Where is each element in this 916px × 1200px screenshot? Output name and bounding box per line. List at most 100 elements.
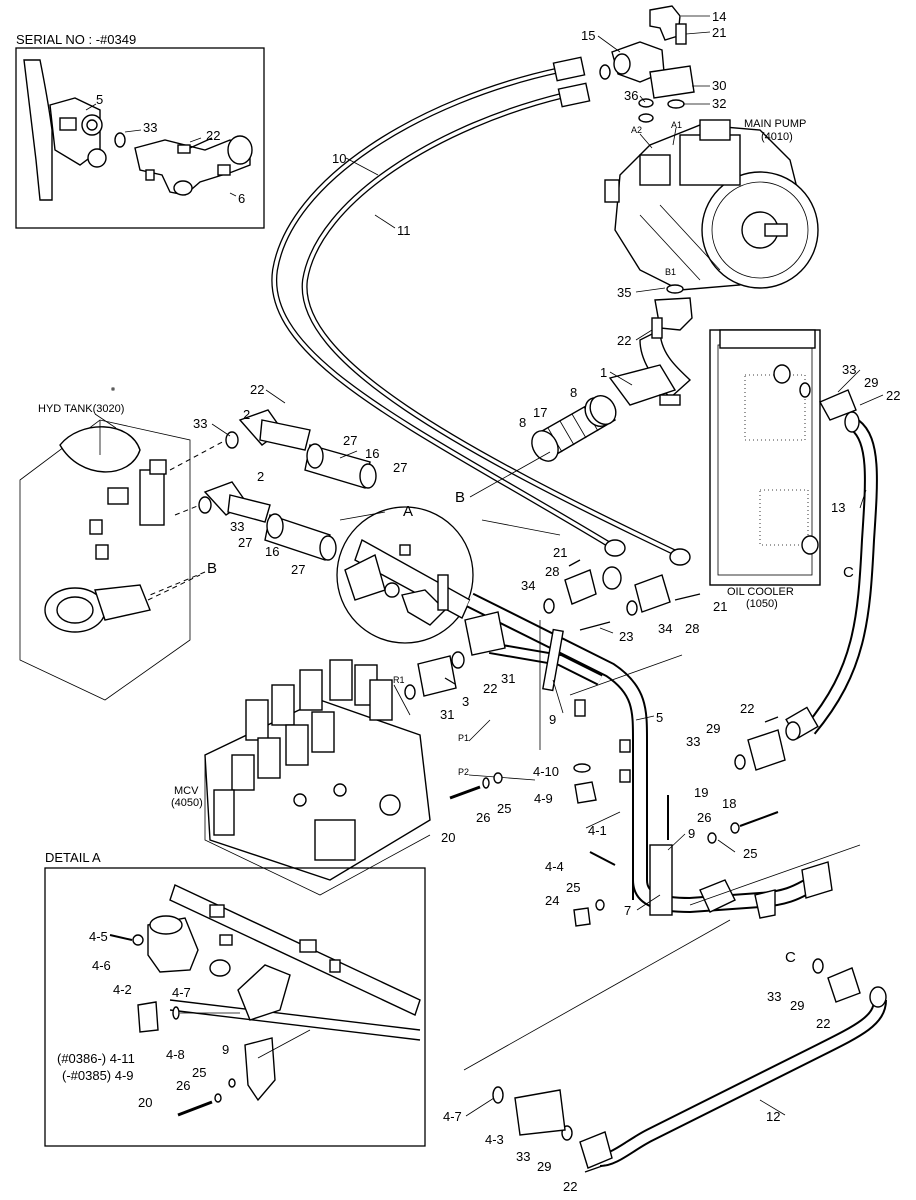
port-b1: B1 <box>665 267 676 277</box>
label-3: 3 <box>462 694 469 709</box>
label-5: 5 <box>656 710 663 725</box>
label-29-bottom: 29 <box>537 1159 551 1174</box>
label-33-lower-right: 33 <box>767 989 781 1004</box>
port-a2: A2 <box>631 125 642 135</box>
detail-label-4-6: 4-6 <box>92 958 111 973</box>
callout-letters: A B B C C <box>207 489 854 966</box>
label-33-lower: 33 <box>230 519 244 534</box>
port-a1: A1 <box>671 120 682 130</box>
port-r1: R1 <box>393 675 405 685</box>
leader-lines <box>211 15 884 1117</box>
detail-a-box: DETAIL A 4-5 4-6 4-2 4-7 4-8 9 25 26 20 … <box>44 850 426 1147</box>
hyd-tank-label: HYD TANK(3020) <box>38 403 124 415</box>
callout-b-tank: B <box>207 560 217 577</box>
label-25-mid: 25 <box>497 801 511 816</box>
detail-note-4-9: (-#0385) 4-9 <box>62 1068 134 1083</box>
port-p2: P2 <box>458 767 469 777</box>
label-22-right: 22 <box>740 701 754 716</box>
label-17: 17 <box>533 405 547 420</box>
label-33-bottom: 33 <box>516 1149 530 1164</box>
label-33-upper: 33 <box>193 416 207 431</box>
label-22-lower-right: 22 <box>816 1016 830 1031</box>
label-27-c: 27 <box>238 535 252 550</box>
label-34-right: 34 <box>658 621 672 636</box>
label-22-mcv: 22 <box>483 681 497 696</box>
cooler-lower-fittings <box>734 716 786 771</box>
label-29-right: 29 <box>706 721 720 736</box>
inset-label-6: 6 <box>238 191 245 206</box>
label-27-d: 27 <box>291 562 305 577</box>
label-16-upper: 16 <box>365 446 379 461</box>
label-15: 15 <box>581 28 595 43</box>
inset-label-5: 5 <box>96 92 103 107</box>
label-27-b: 27 <box>393 460 407 475</box>
label-18: 18 <box>722 796 736 811</box>
label-22-pump: 22 <box>617 333 631 348</box>
label-34-left: 34 <box>521 578 535 593</box>
mid-fittings <box>404 559 701 700</box>
label-33-right: 33 <box>686 734 700 749</box>
label-25-right: 25 <box>743 846 757 861</box>
main-pump: MAIN PUMP (4010) A2 A1 B1 <box>604 118 819 291</box>
part-labels: 14 21 15 30 36 32 10 11 35 22 1 8 17 8 3… <box>193 9 900 1194</box>
label-19: 19 <box>694 785 708 800</box>
label-10: 10 <box>332 151 346 166</box>
detail-label-26: 26 <box>176 1078 190 1093</box>
label-35: 35 <box>617 285 631 300</box>
label-9-right: 9 <box>688 826 695 841</box>
label-4-1: 4-1 <box>588 823 607 838</box>
label-2-lower: 2 <box>257 469 264 484</box>
label-31-upper: 31 <box>501 671 515 686</box>
oil-cooler: OIL COOLER (1050) <box>709 329 821 610</box>
label-36: 36 <box>624 88 638 103</box>
label-21: 21 <box>712 25 726 40</box>
detail-a-circle <box>336 506 474 644</box>
label-4-10: 4-10 <box>533 764 559 779</box>
label-13: 13 <box>831 500 845 515</box>
label-26-mid: 26 <box>476 810 490 825</box>
pump-top-fittings <box>599 5 695 123</box>
label-16-lower: 16 <box>265 544 279 559</box>
label-12: 12 <box>766 1109 780 1124</box>
mcv: MCV (4050) R1 P1 P2 <box>171 659 536 896</box>
mcv-code: (4050) <box>171 797 203 809</box>
oil-cooler-label: OIL COOLER <box>727 586 794 598</box>
label-24: 24 <box>545 893 559 908</box>
callout-a: A <box>403 503 413 520</box>
detail-label-4-5: 4-5 <box>89 929 108 944</box>
label-25-lower: 25 <box>566 880 580 895</box>
inset-label-22: 22 <box>206 128 220 143</box>
detail-note-4-11: (#0386-) 4-11 <box>57 1051 135 1066</box>
label-11: 11 <box>397 223 411 238</box>
detail-label-20: 20 <box>138 1095 152 1110</box>
label-22-tank: 22 <box>250 382 264 397</box>
label-28-left: 28 <box>545 564 559 579</box>
label-4-9: 4-9 <box>534 791 553 806</box>
inset-label-33: 33 <box>143 120 157 135</box>
label-4-3: 4-3 <box>485 1132 504 1147</box>
label-32: 32 <box>712 96 726 111</box>
label-28-right: 28 <box>685 621 699 636</box>
hose-12 <box>492 958 887 1173</box>
label-1: 1 <box>600 365 607 380</box>
serial-inset: SERIAL NO : -#0349 5 33 22 6 <box>15 32 265 229</box>
label-9-mid: 9 <box>549 712 556 727</box>
label-2-upper: 2 <box>243 407 250 422</box>
label-4-4: 4-4 <box>545 859 564 874</box>
label-21-right: 21 <box>713 599 727 614</box>
label-33-cooler: 33 <box>842 362 856 377</box>
label-14: 14 <box>712 9 726 24</box>
label-4-7: 4-7 <box>443 1109 462 1124</box>
callout-c-lower: C <box>785 949 796 966</box>
serial-title: SERIAL NO : -#0349 <box>16 32 136 47</box>
small-hardware <box>449 699 779 927</box>
label-26-right: 26 <box>697 810 711 825</box>
label-7: 7 <box>624 903 631 918</box>
label-8-upper: 8 <box>570 385 577 400</box>
main-pump-label: MAIN PUMP <box>744 118 806 130</box>
label-30: 30 <box>712 78 726 93</box>
suction-pipe <box>531 284 693 462</box>
hoses-10-11 <box>271 56 691 566</box>
label-22-cooler: 22 <box>886 388 900 403</box>
